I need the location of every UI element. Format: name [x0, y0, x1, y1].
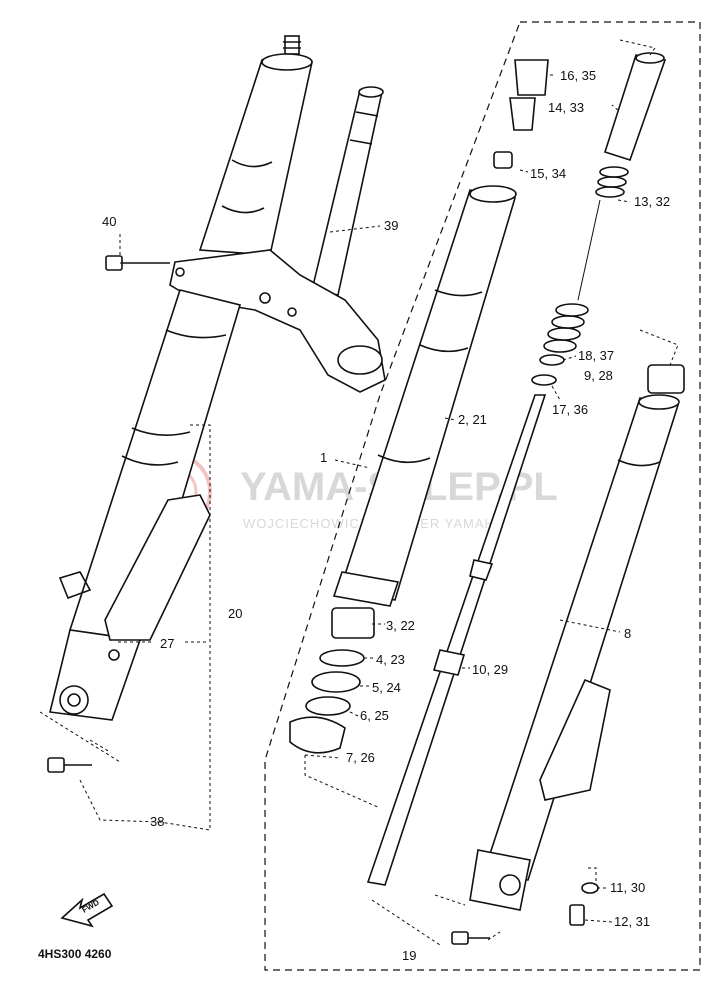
callout-1: 1	[320, 450, 327, 465]
callout-labels: 40 39 1 2, 21 3, 22 4, 23 5, 24 6, 25 7,…	[102, 68, 670, 963]
callout-6: 6, 25	[360, 708, 389, 723]
callout-4: 4, 23	[376, 652, 405, 667]
outer-tube-drawing	[451, 364, 685, 945]
callout-38: 38	[150, 814, 164, 829]
callout-3: 3, 22	[386, 618, 415, 633]
fwd-arrow-icon: FWD	[60, 892, 114, 928]
callout-27: 27	[160, 636, 174, 651]
callout-18: 18, 37	[578, 348, 614, 363]
callout-12: 12, 31	[614, 914, 650, 929]
callout-19: 19	[402, 948, 416, 963]
callout-17: 17, 36	[552, 402, 588, 417]
callout-15: 15, 34	[530, 166, 566, 181]
callout-5: 5, 24	[372, 680, 401, 695]
spring-coils	[543, 166, 629, 353]
callout-14: 14, 33	[548, 100, 584, 115]
callout-13: 13, 32	[634, 194, 670, 209]
callout-16: 16, 35	[560, 68, 596, 83]
callout-20: 20	[228, 606, 242, 621]
callout-39: 39	[384, 218, 398, 233]
assembly-frame	[264, 21, 701, 971]
callout-10: 10, 29	[472, 662, 508, 677]
diagram-code: 4HS300 4260	[38, 947, 112, 961]
inner-tube-and-seals	[289, 52, 667, 886]
leader-lines	[39, 39, 679, 946]
callout-11: 11, 30	[610, 880, 645, 895]
assembled-fork-drawing	[47, 35, 386, 773]
callout-40: 40	[102, 214, 116, 229]
callout-2: 2, 21	[458, 412, 487, 427]
callout-8: 8	[624, 626, 631, 641]
callout-9: 9, 28	[584, 368, 613, 383]
callout-7: 7, 26	[346, 750, 375, 765]
